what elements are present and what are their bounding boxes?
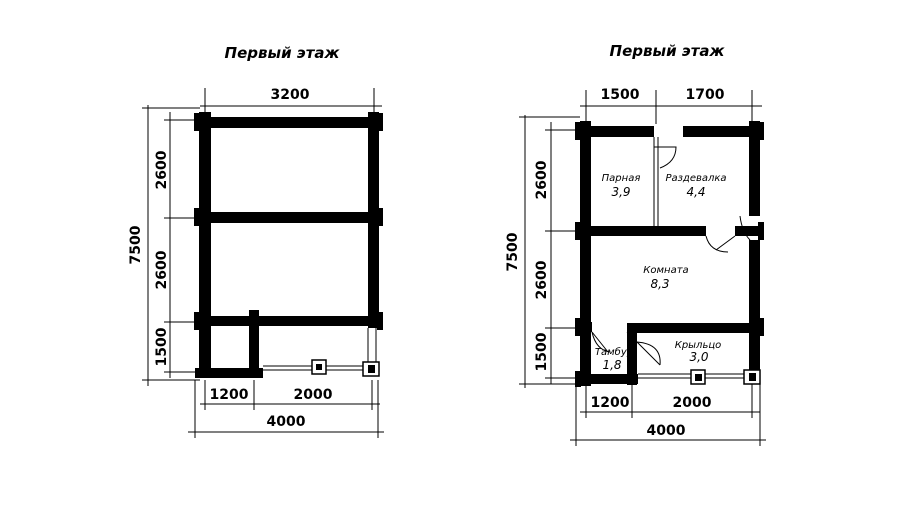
right-dim-total-height: 7500 xyxy=(505,232,521,271)
steam-room-name: Парная xyxy=(602,173,641,184)
main-room-name: Комната xyxy=(643,265,688,276)
right-dim-seg1: 2600 xyxy=(534,160,550,199)
right-dim-seg2: 2600 xyxy=(534,260,550,299)
porch-name: Крыльцо xyxy=(675,340,722,351)
left-dim-top-label: 3200 xyxy=(271,87,310,103)
left-dim-total-width: 4000 xyxy=(267,414,306,430)
left-walls xyxy=(194,112,383,378)
left-porch xyxy=(263,328,380,377)
dressing-room-area: 4,4 xyxy=(686,185,705,199)
right-porch xyxy=(638,369,761,385)
right-partitions xyxy=(591,137,751,366)
left-floor-plan: Первый этаж xyxy=(128,44,384,438)
right-floor-plan: Первый этаж xyxy=(505,42,766,446)
left-dim-seg1: 2600 xyxy=(154,150,170,189)
right-dim-bottom: 1200 2000 4000 xyxy=(570,384,766,446)
left-dim-seg3: 1500 xyxy=(154,327,170,366)
vestibule-area: 1,8 xyxy=(602,358,621,372)
left-dim-top: 3200 xyxy=(200,87,382,112)
right-dim-top1: 1500 xyxy=(601,87,640,103)
right-dim-vertical: 7500 2600 2600 1500 xyxy=(505,115,580,388)
right-dim-top: 1500 1700 xyxy=(580,87,762,124)
left-plan-title: Первый этаж xyxy=(225,44,341,62)
left-dim-bottom: 1200 2000 4000 xyxy=(188,380,384,438)
right-dim-seg3: 1500 xyxy=(534,332,550,371)
right-room-labels: Парная 3,9 Раздевалка 4,4 Комната 8,3 Та… xyxy=(595,173,727,372)
right-dim-top2: 1700 xyxy=(686,87,725,103)
right-dim-total-width: 4000 xyxy=(647,423,686,439)
left-dim-vertical: 7500 2600 2600 1500 xyxy=(128,105,200,386)
right-dim-bottom2: 2000 xyxy=(673,395,712,411)
left-dim-bottom1: 1200 xyxy=(210,387,249,403)
right-walls xyxy=(575,121,764,387)
right-plan-title: Первый этаж xyxy=(610,42,726,60)
left-dim-total-height: 7500 xyxy=(128,225,144,264)
left-dim-seg2: 2600 xyxy=(154,250,170,289)
porch-area: 3,0 xyxy=(689,350,708,364)
steam-room-area: 3,9 xyxy=(611,185,630,199)
vestibule-name: Тамбур xyxy=(595,346,633,358)
left-dim-bottom2: 2000 xyxy=(294,387,333,403)
dressing-room-name: Раздевалка xyxy=(665,173,726,184)
right-dim-bottom1: 1200 xyxy=(591,395,630,411)
main-room-area: 8,3 xyxy=(650,277,669,291)
